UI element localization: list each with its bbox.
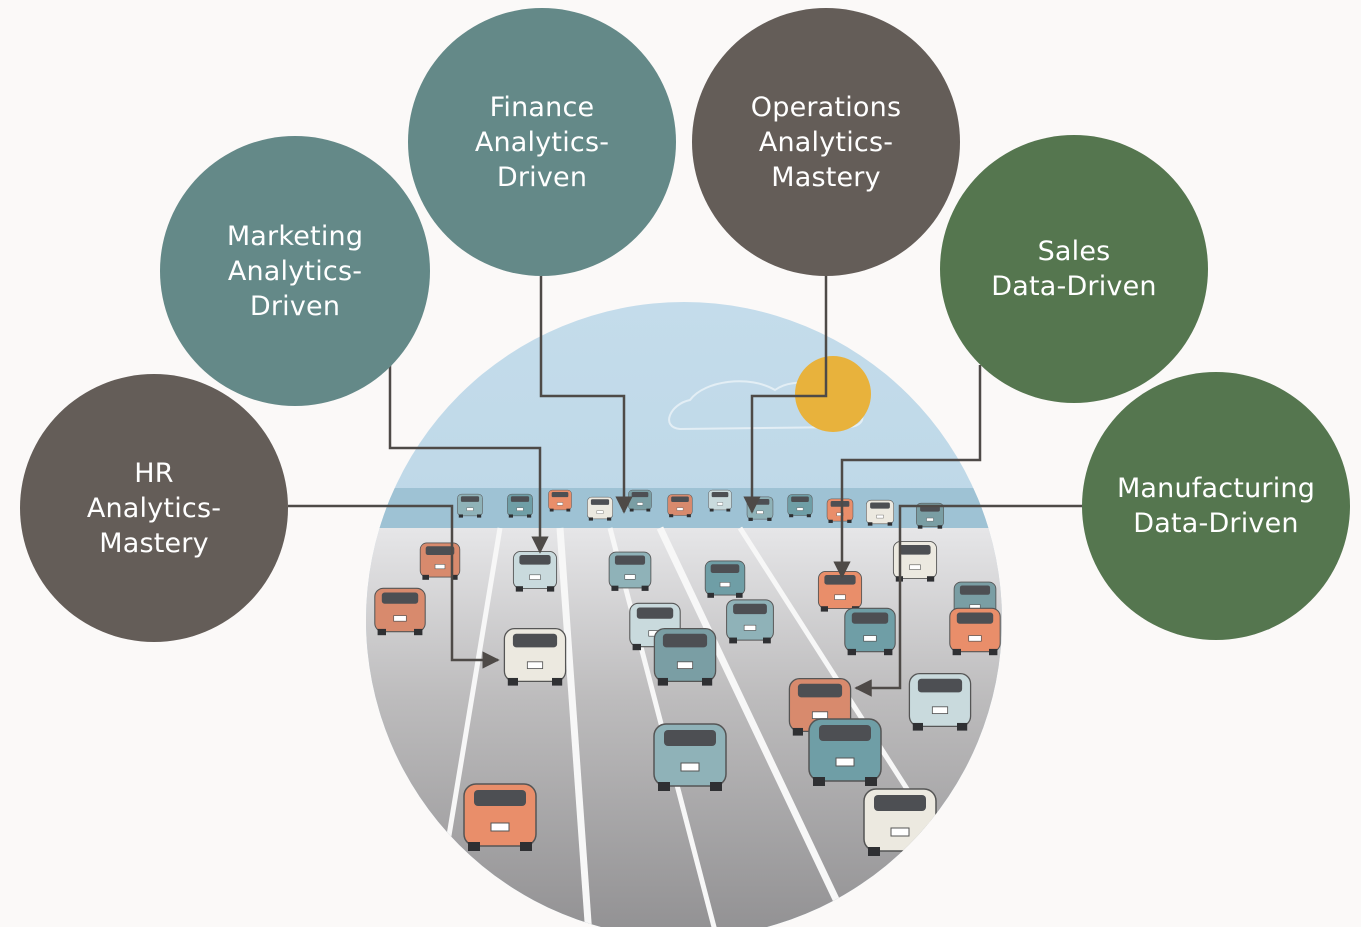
- bubble-manufacturing-line-1: Manufacturing: [1116, 473, 1316, 504]
- connector-manufacturing: [854, 504, 1082, 697]
- bubble-sales-line-1: Sales: [1037, 236, 1111, 267]
- car: [628, 489, 652, 512]
- bubble-marketing-line-2: Analytics-: [227, 255, 363, 287]
- bubble-finance-line-3: Driven: [496, 161, 588, 193]
- car: [548, 489, 572, 512]
- car: [866, 499, 894, 526]
- car: [608, 551, 652, 591]
- bubble-marketing-line-3: Driven: [249, 290, 341, 322]
- bubble-marketing: Marketing Analytics- Driven: [160, 136, 430, 406]
- bubble-sales-line-2: Data-Driven: [991, 271, 1157, 302]
- lane-line: [556, 527, 594, 927]
- car: [726, 599, 774, 644]
- bubble-hr-line-2: Analytics-: [86, 492, 222, 524]
- bubble-marketing-line-1: Marketing: [226, 220, 364, 252]
- bubble-manufacturing: Manufacturing Data-Driven: [1082, 372, 1350, 640]
- bubble-finance-line-1: Finance: [489, 91, 595, 123]
- car: [808, 718, 882, 786]
- car: [908, 673, 972, 731]
- car: [587, 496, 613, 521]
- connector-sales: [833, 365, 982, 579]
- connector-operations: [743, 276, 828, 514]
- bubble-operations-line-1: Operations: [750, 91, 902, 123]
- bubble-hr: HR Analytics- Mastery: [20, 374, 288, 642]
- bubble-manufacturing-line-2: Data-Driven: [1133, 508, 1299, 539]
- car: [463, 783, 537, 851]
- cars: [374, 489, 1001, 856]
- car: [863, 788, 937, 856]
- bubble-operations-line-3: Mastery: [771, 161, 881, 193]
- car: [817, 570, 863, 612]
- car: [653, 723, 727, 791]
- lane-line: [656, 526, 864, 927]
- bubble-operations: Operations Analytics- Mastery: [692, 8, 960, 276]
- car: [667, 494, 693, 518]
- car: [374, 587, 426, 636]
- bubble-operations-line-2: Analytics-: [758, 126, 894, 158]
- car: [708, 489, 732, 512]
- car: [457, 493, 483, 518]
- car: [503, 628, 567, 686]
- connector-marketing: [388, 363, 549, 554]
- car: [419, 542, 461, 580]
- connector-finance: [539, 276, 633, 514]
- bubble-finance-line-2: Analytics-: [474, 126, 610, 158]
- sun: [795, 356, 871, 432]
- connector-hr: [288, 504, 500, 669]
- bubble-finance: Finance Analytics- Driven: [408, 8, 676, 276]
- car: [512, 550, 558, 592]
- car: [507, 493, 533, 518]
- car: [787, 494, 813, 518]
- bubble-hr-line-1: HR: [134, 457, 174, 489]
- car: [788, 678, 852, 736]
- car: [949, 607, 1001, 656]
- car: [653, 628, 717, 686]
- car: [844, 607, 896, 656]
- connectors: [288, 276, 1082, 697]
- bubble-sales: Sales Data-Driven: [940, 135, 1208, 403]
- bubble-hr-line-3: Mastery: [99, 527, 209, 559]
- car: [826, 498, 854, 523]
- highway-illustration: [366, 302, 1002, 927]
- car: [704, 560, 746, 598]
